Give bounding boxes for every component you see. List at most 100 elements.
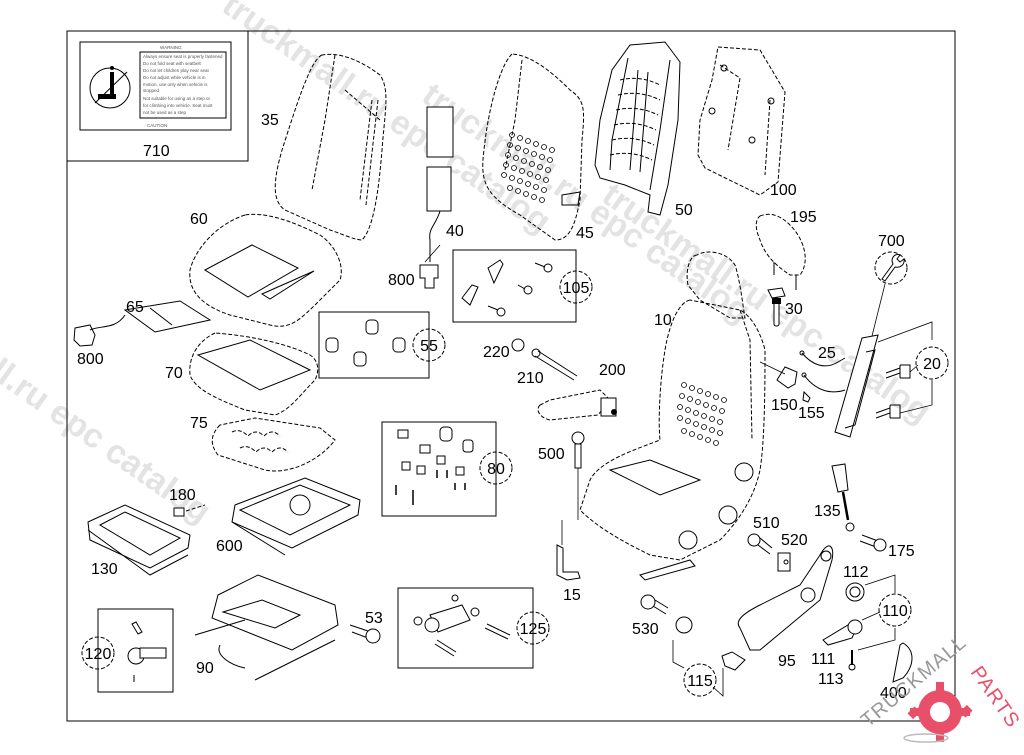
kit-105-fasteners[interactable] [452, 249, 577, 323]
part-130-cover-frame[interactable] [87, 504, 191, 576]
part-label-130[interactable]: 130 [91, 561, 118, 578]
kit-125-motor[interactable] [397, 587, 534, 669]
part-label-175[interactable]: 175 [888, 543, 915, 560]
part-15-bracket[interactable] [556, 544, 581, 581]
part-70-cushion-foam[interactable] [189, 332, 319, 416]
part-label-53[interactable]: 53 [365, 610, 383, 627]
part-20-side-trim[interactable] [834, 334, 879, 438]
part-label-75[interactable]: 75 [190, 415, 208, 432]
part-175-bolt[interactable] [859, 534, 887, 552]
connector-800-lower[interactable] [73, 324, 96, 347]
part-label-200[interactable]: 200 [599, 362, 626, 379]
part-65-heating-pad[interactable] [89, 300, 212, 333]
part-label-111[interactable]: 111 [811, 651, 835, 668]
part-25-cable[interactable] [799, 350, 846, 393]
callout-80[interactable]: 80 [479, 451, 513, 485]
connector-800-upper[interactable] [419, 264, 439, 289]
part-label-30[interactable]: 30 [785, 301, 803, 318]
part-label-530[interactable]: 530 [632, 621, 659, 638]
part-label-135[interactable]: 135 [814, 503, 841, 520]
part-label-710[interactable]: 710 [143, 143, 170, 160]
part-label-90[interactable]: 90 [196, 660, 214, 677]
part-90-seat-rails[interactable] [194, 574, 339, 681]
part-label-510[interactable]: 510 [753, 515, 780, 532]
part-label-400[interactable]: 400 [880, 685, 907, 702]
part-label-95[interactable]: 95 [778, 653, 796, 670]
part-label-25[interactable]: 25 [818, 345, 836, 362]
part-label-520[interactable]: 520 [781, 532, 808, 549]
kit-55-bushings[interactable] [318, 311, 430, 379]
part-180-pin[interactable] [173, 504, 206, 517]
part-10-complete-seat[interactable] [579, 251, 766, 581]
callout-110-label: 110 [882, 603, 908, 620]
part-label-50[interactable]: 50 [675, 202, 693, 219]
part-label-35[interactable]: 35 [261, 112, 279, 129]
part-label-10[interactable]: 10 [654, 312, 672, 329]
callout-120-label: 120 [85, 646, 112, 663]
part-labels: 35 60 40 800 45 50 100 195 700 30 10 25 … [77, 112, 915, 702]
part-220-ring[interactable] [511, 338, 525, 352]
part-210-bolt[interactable] [531, 348, 578, 381]
part-135-belt-buckle[interactable] [831, 463, 855, 532]
part-112-gear[interactable] [845, 582, 865, 602]
part-label-15[interactable]: 15 [563, 587, 581, 604]
part-40-heating-pad[interactable] [426, 106, 454, 262]
warning-label-710[interactable]: WARNING Always ensure seat is properly f… [66, 30, 249, 162]
part-label-800[interactable]: 800 [388, 272, 415, 289]
part-700-tool[interactable] [871, 251, 908, 337]
part-label-500[interactable]: 500 [538, 446, 565, 463]
part-45-backrest-foam[interactable] [482, 53, 584, 241]
part-155-clip[interactable] [802, 390, 811, 403]
part-label-600[interactable]: 600 [216, 538, 243, 555]
part-400-cover[interactable] [892, 642, 913, 683]
callout-125[interactable]: 125 [516, 611, 550, 645]
part-50-backrest-frame[interactable] [594, 41, 681, 216]
part-60-cushion-cover[interactable] [189, 213, 342, 327]
part-label-800[interactable]: 800 [77, 351, 104, 368]
part-label-65[interactable]: 65 [126, 299, 144, 316]
part-520-nut-plate[interactable] [777, 552, 791, 572]
part-113-screw[interactable] [848, 650, 856, 671]
part-200-armrest[interactable] [537, 389, 617, 421]
warning-line: Always ensure seat is properly fastened [143, 54, 223, 59]
part-label-113[interactable]: 113 [818, 671, 844, 688]
part-20-screws[interactable] [875, 364, 911, 419]
part-label-220[interactable]: 220 [483, 344, 510, 361]
part-75-seat-pan[interactable] [211, 417, 336, 472]
part-label-700[interactable]: 700 [878, 233, 905, 250]
callout-115-label: 115 [687, 673, 713, 690]
part-label-60[interactable]: 60 [190, 211, 208, 228]
part-label-70[interactable]: 70 [165, 365, 183, 382]
part-530-bolt[interactable] [640, 594, 669, 615]
part-150-switch[interactable] [759, 361, 798, 389]
part-30-headrest-guide[interactable] [767, 287, 786, 327]
part-label-100[interactable]: 100 [770, 182, 797, 199]
part-label-45[interactable]: 45 [576, 225, 594, 242]
part-label-112[interactable]: 112 [843, 564, 869, 581]
part-35-backrest-cover[interactable] [274, 53, 387, 241]
part-510-bolt[interactable] [747, 533, 773, 555]
part-label-180[interactable]: 180 [169, 487, 196, 504]
callout-20[interactable]: 20 [915, 346, 949, 380]
callout-55[interactable]: 55 [412, 328, 446, 362]
callout-115[interactable]: 115 [683, 663, 717, 697]
warning-line: Do not let children play near seat [143, 68, 210, 73]
part-53-bolt[interactable] [349, 624, 381, 644]
part-label-155[interactable]: 155 [798, 405, 825, 422]
part-label-150[interactable]: 150 [771, 397, 798, 414]
part-label-195[interactable]: 195 [790, 209, 817, 226]
part-195-headrest[interactable] [755, 213, 806, 290]
kit-120-handwheel[interactable] [97, 608, 174, 693]
part-111-lever[interactable] [822, 619, 863, 646]
part-100-back-panel[interactable] [697, 46, 786, 196]
part-95-side-cover[interactable] [737, 545, 834, 651]
callout-120[interactable]: 120 [81, 636, 115, 670]
callout-105[interactable]: 105 [559, 270, 593, 304]
part-500-bolt[interactable] [571, 431, 585, 520]
part-label-210[interactable]: 210 [517, 370, 544, 387]
callout-110[interactable]: 110 [878, 593, 912, 627]
part-label-40[interactable]: 40 [446, 223, 464, 240]
kit-80-clips[interactable] [381, 421, 497, 517]
part-115-knob[interactable] [675, 616, 746, 671]
part-600-height-adjuster[interactable] [231, 477, 361, 556]
